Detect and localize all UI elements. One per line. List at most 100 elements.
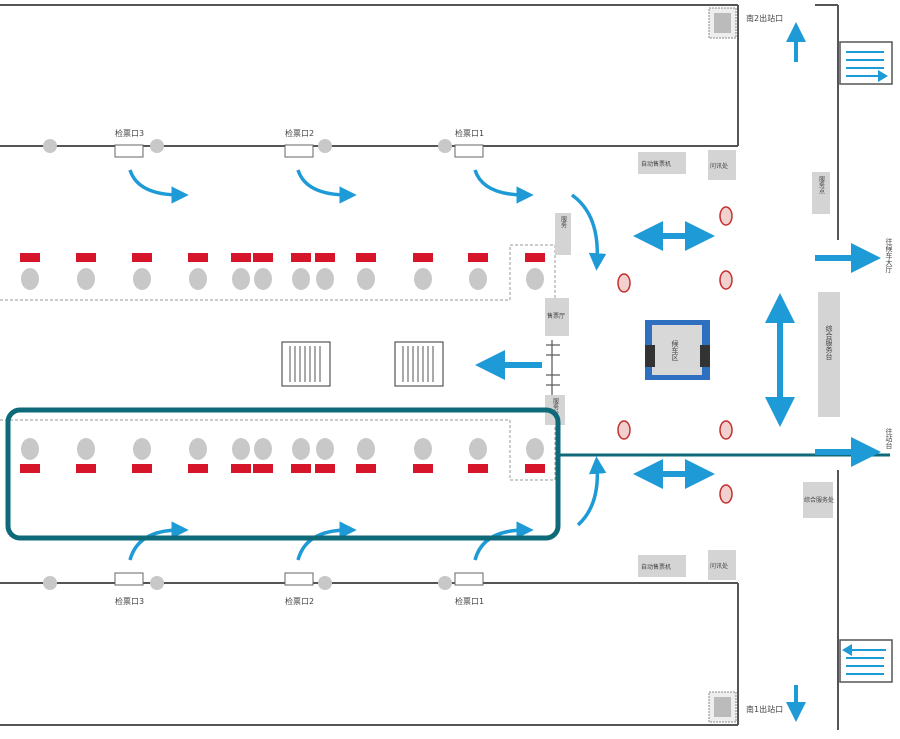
left-block-1: [555, 213, 571, 255]
escalator-north[interactable]: [839, 41, 893, 85]
seat-bench: [525, 464, 545, 473]
seat-bench: [20, 253, 40, 262]
concourse-arrows: [633, 221, 881, 489]
seat-bench: [231, 253, 251, 262]
side-facility-1-label: 服务点: [818, 176, 825, 195]
seat-bench: [315, 253, 335, 262]
north-waiting-outline: [0, 244, 556, 301]
column: [133, 438, 151, 460]
column: [77, 268, 95, 290]
seat-bench: [468, 253, 488, 262]
south-waiting-outline: [0, 419, 556, 481]
center-block-label: 候车区: [671, 339, 679, 361]
gate-n2-label: 检票口2: [285, 128, 314, 138]
north-seating-row: [20, 253, 545, 290]
platform-columns: [43, 139, 452, 590]
seat-bench: [76, 464, 96, 473]
exit-north-label: 南2出站口: [746, 13, 783, 23]
side-facility-3: [803, 482, 833, 518]
gate-s2-barrier: [284, 572, 314, 586]
stairwell-right: [394, 341, 444, 387]
service-block-label: 综合服务台: [825, 324, 833, 361]
column: [357, 438, 375, 460]
seat-bench: [413, 253, 433, 262]
side-facility-2: [545, 395, 565, 425]
column: [469, 438, 487, 460]
gate-n1-barrier: [454, 144, 484, 158]
seat-bench: [356, 253, 376, 262]
ticket-gates[interactable]: [114, 144, 484, 586]
column: [292, 268, 310, 290]
column: [189, 438, 207, 460]
dest-right-top-label: 往候车大厅: [885, 237, 893, 273]
escalator-south[interactable]: [839, 639, 893, 683]
seat-bench: [188, 253, 208, 262]
gate-s2-label: 检票口2: [285, 596, 314, 606]
info-north-label: 问讯处: [710, 162, 728, 170]
fence-line: [546, 340, 560, 395]
concourse-pillars: [617, 206, 733, 504]
info-north: [708, 150, 736, 180]
column: [232, 438, 250, 460]
seat-bench: [291, 464, 311, 473]
ticket-machine-south: [638, 555, 686, 577]
gate-n1-label: 检票口1: [455, 128, 484, 138]
column: [77, 438, 95, 460]
ticket-machine-north-label: 自动售票机: [641, 160, 671, 168]
column: [21, 268, 39, 290]
seat-bench: [253, 253, 273, 262]
dest-right-top: 往候车大厅: [885, 237, 893, 273]
seat-bench: [291, 253, 311, 262]
left-block-1-label: 服务: [560, 216, 567, 229]
service-block[interactable]: 综合服务台: [818, 292, 840, 417]
info-south-label: 问讯处: [710, 562, 728, 570]
column: [133, 268, 151, 290]
seat-bench: [356, 464, 376, 473]
column: [254, 268, 272, 290]
info-south: [708, 550, 736, 580]
left-block-2: [545, 298, 569, 336]
ticket-machine-south-label: 自动售票机: [641, 563, 671, 571]
side-facility-2-label: 服务台: [552, 398, 559, 417]
seat-bench: [76, 253, 96, 262]
column: [469, 268, 487, 290]
column: [414, 268, 432, 290]
gate-s1-label: 检票口1: [455, 596, 484, 606]
gate-n3-barrier: [114, 144, 144, 158]
gate-s3-barrier: [114, 572, 144, 586]
seat-bench: [315, 464, 335, 473]
column: [526, 438, 544, 460]
dest-right-mid-label: 往站台: [885, 427, 893, 450]
column: [232, 268, 250, 290]
seat-bench: [132, 253, 152, 262]
stair-icon-south: [708, 691, 737, 723]
column: [292, 438, 310, 460]
column: [316, 438, 334, 460]
column: [21, 438, 39, 460]
seat-bench: [468, 464, 488, 473]
center-block[interactable]: 候车区: [645, 320, 710, 380]
column: [526, 268, 544, 290]
left-block-2-label: 售票厅: [547, 312, 565, 320]
waiting-area-outlines: [0, 244, 556, 481]
seat-bench: [20, 464, 40, 473]
side-facility-1: [812, 172, 830, 214]
south-seating-row: [20, 438, 545, 473]
gate-n2-barrier: [284, 144, 314, 158]
facility-boxes[interactable]: [545, 150, 833, 580]
side-facility-3-label: 综合服务处: [804, 496, 834, 504]
dest-right-mid: 往站台: [885, 427, 893, 450]
seat-bench: [253, 464, 273, 473]
ticket-machine-north: [638, 152, 686, 174]
seat-bench: [188, 464, 208, 473]
stairwell-left: [281, 341, 331, 387]
column: [316, 268, 334, 290]
gate-s3-label: 检票口3: [115, 596, 144, 606]
column: [254, 438, 272, 460]
column: [189, 268, 207, 290]
column: [414, 438, 432, 460]
column: [357, 268, 375, 290]
seat-bench: [231, 464, 251, 473]
